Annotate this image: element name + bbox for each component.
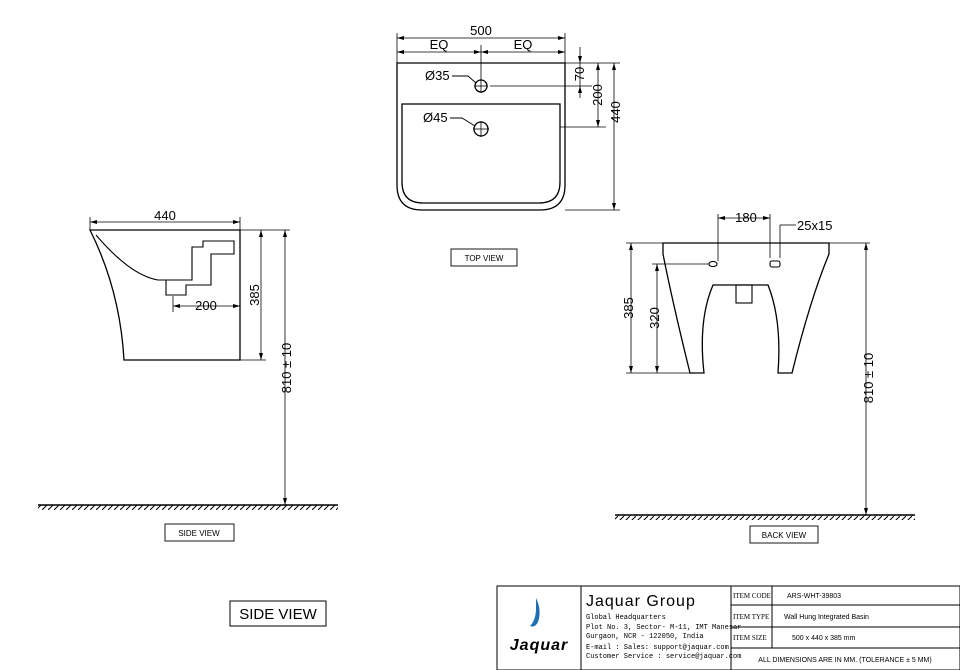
side-floor-hatch [38,505,338,510]
item-type-label: ITEM TYPE [733,613,769,621]
back-mount-label: 810 ± 10 [861,353,876,404]
large-hole-label: Ø45 [423,110,448,125]
caption-box [229,600,327,627]
top-view-label: TOP VIEW [465,254,504,263]
back-view-label-box [749,525,819,544]
side-view-inner [95,234,235,296]
item-type-value: Wall Hung Integrated Basin [784,614,869,621]
top-view [396,33,620,211]
back-view-arrows [629,216,868,515]
address-line-1: Plot No. 3, Sector- M-11, IMT Manesar [586,624,741,632]
title-block [496,585,960,670]
jaquar-logo: Jaquar [510,598,568,654]
side-view-label-box [164,523,235,542]
top-view-outline [396,62,566,211]
service-line: Customer Service : service@jaquar.com [586,653,741,661]
dimensions-note: ALL DIMENSIONS ARE IN MM. (TOLERANCE ± 5… [758,657,931,664]
back-floor-hatch [615,515,915,520]
logo-text: Jaquar [510,637,568,654]
item-code-value: ARS-WHT-39803 [787,593,841,600]
back-hole-height-label: 320 [647,307,662,329]
hq-line: Global Headquarters [586,614,666,622]
side-dim-200-label: 200 [195,298,217,313]
side-view-arrows [90,220,287,505]
top-dim-70-label: 70 [572,67,587,81]
back-height-label: 385 [621,297,636,319]
top-dim-200-label: 200 [590,84,605,106]
top-dim-440-label: 440 [608,101,623,123]
side-view-label: SIDE VIEW [178,529,220,538]
company-name: Jaquar Group [586,593,696,610]
item-code-label: ITEM CODE [733,592,771,600]
top-view-bowl [401,103,561,204]
email-line: E-mail : Sales: support@jaquar.com [586,644,729,652]
side-view-outline [88,229,241,361]
caption-label: SIDE VIEW [239,606,317,623]
top-view-label-box [450,248,518,267]
item-size-value: 500 x 440 x 385 mm [792,635,856,642]
back-view-label: BACK VIEW [762,531,807,540]
back-slot-label: 25x15 [797,218,832,233]
side-depth-label: 440 [154,208,176,223]
item-size-label: ITEM SIZE [733,634,767,642]
logo-mark [530,598,540,627]
top-eq-left-label: EQ [430,37,449,52]
address-line-2: Gurgaon, NCR - 122050, India [586,633,704,641]
back-spacing-label: 180 [735,210,757,225]
side-mount-label: 810 ± 10 [279,343,294,394]
back-view-outline [662,242,830,374]
top-eq-right-label: EQ [514,37,533,52]
small-hole-label: Ø35 [425,68,450,83]
top-view-arrows [397,36,616,210]
side-height-label: 385 [247,284,262,306]
top-width-label: 500 [470,23,492,38]
